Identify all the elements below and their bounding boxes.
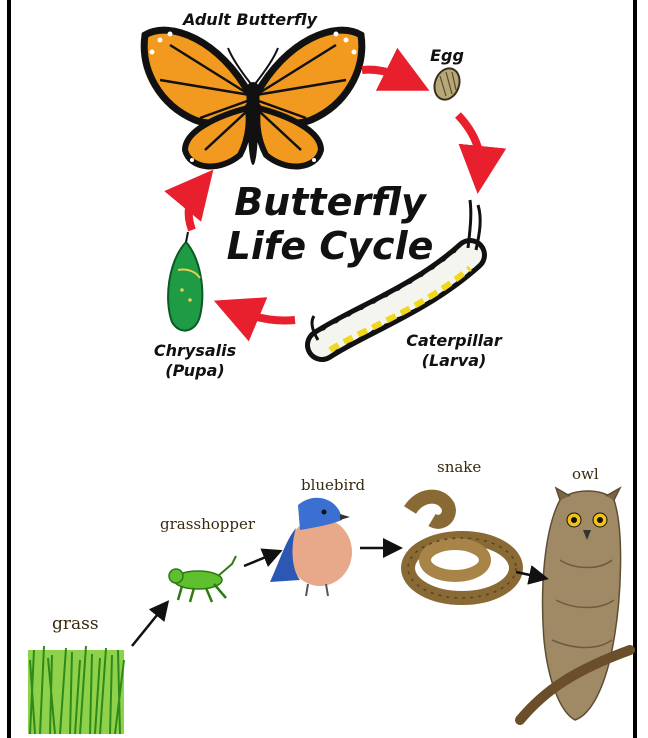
chrysalis-label: Chrysalis (Pupa)	[140, 341, 250, 381]
chrysalis-label-line-2: (Pupa)	[140, 361, 250, 381]
arrow-grass-to-grasshopper	[132, 604, 166, 646]
arrow-grasshopper-to-bluebird	[244, 552, 278, 566]
title-line-1: Butterfly	[220, 180, 440, 224]
caterpillar-label-line-1: Caterpillar	[394, 331, 514, 351]
snake-icon	[408, 497, 516, 598]
bluebird-icon	[270, 498, 352, 596]
arrow-butterfly-to-egg	[362, 70, 408, 80]
chrysalis-label-line-1: Chrysalis	[140, 341, 250, 361]
egg-icon	[430, 65, 463, 103]
chrysalis-icon	[168, 232, 202, 331]
adult-butterfly-icon	[144, 30, 362, 166]
arrow-caterpillar-to-chrysalis	[236, 310, 295, 321]
diagram-title: Butterfly Life Cycle	[220, 180, 440, 268]
arrow-chrysalis-to-butterfly	[189, 188, 198, 230]
owl-label: owl	[572, 465, 599, 483]
caterpillar-label-line-2: (Larva)	[394, 351, 514, 371]
caterpillar-label: Caterpillar (Larva)	[394, 331, 514, 371]
grasshopper-icon	[169, 556, 236, 602]
egg-label: Egg	[425, 46, 469, 65]
adult-butterfly-label: Adult Butterfly	[180, 10, 320, 29]
grass-label: grass	[52, 614, 99, 634]
snake-label: snake	[437, 458, 481, 476]
arrow-egg-to-caterpillar	[458, 115, 480, 170]
grass-icon	[28, 646, 124, 734]
bluebird-label: bluebird	[301, 476, 365, 494]
grasshopper-label: grasshopper	[160, 515, 255, 533]
owl-icon	[520, 488, 630, 720]
title-line-2: Life Cycle	[220, 224, 440, 268]
